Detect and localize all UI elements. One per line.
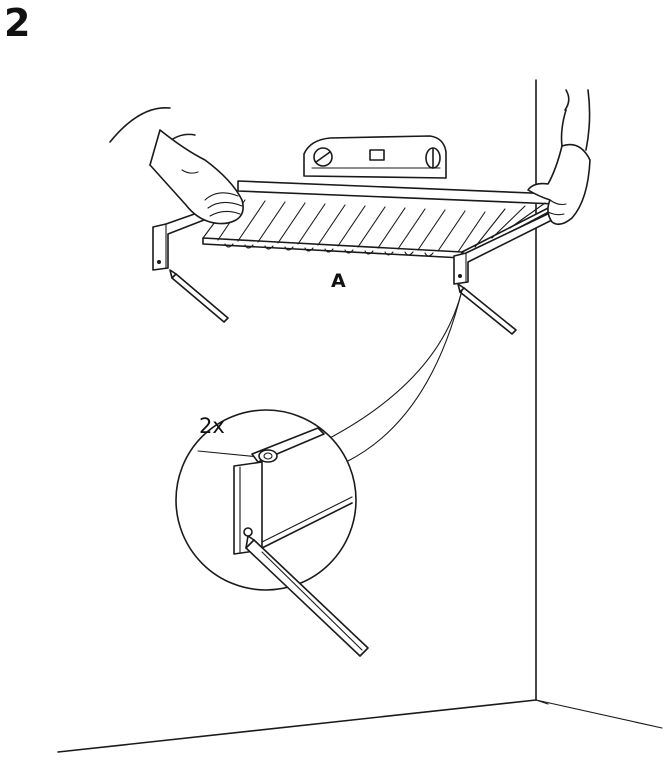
- spirit-level-icon: [303, 135, 447, 179]
- wall-corner: [57, 79, 663, 753]
- wire-shelf: [202, 180, 561, 259]
- part-label: A: [331, 270, 346, 292]
- wall-bracket-right: [453, 209, 557, 285]
- pencil-icon-detail: [245, 535, 369, 657]
- detail-callout-leader: [325, 289, 463, 463]
- pencil-icon-right: [457, 283, 517, 335]
- hand-icon-right: [527, 89, 591, 226]
- hand-icon-left: [109, 107, 244, 225]
- quantity-label: 2x: [199, 414, 225, 438]
- pencil-icon-left: [169, 269, 229, 323]
- step-number: 2: [4, 1, 31, 45]
